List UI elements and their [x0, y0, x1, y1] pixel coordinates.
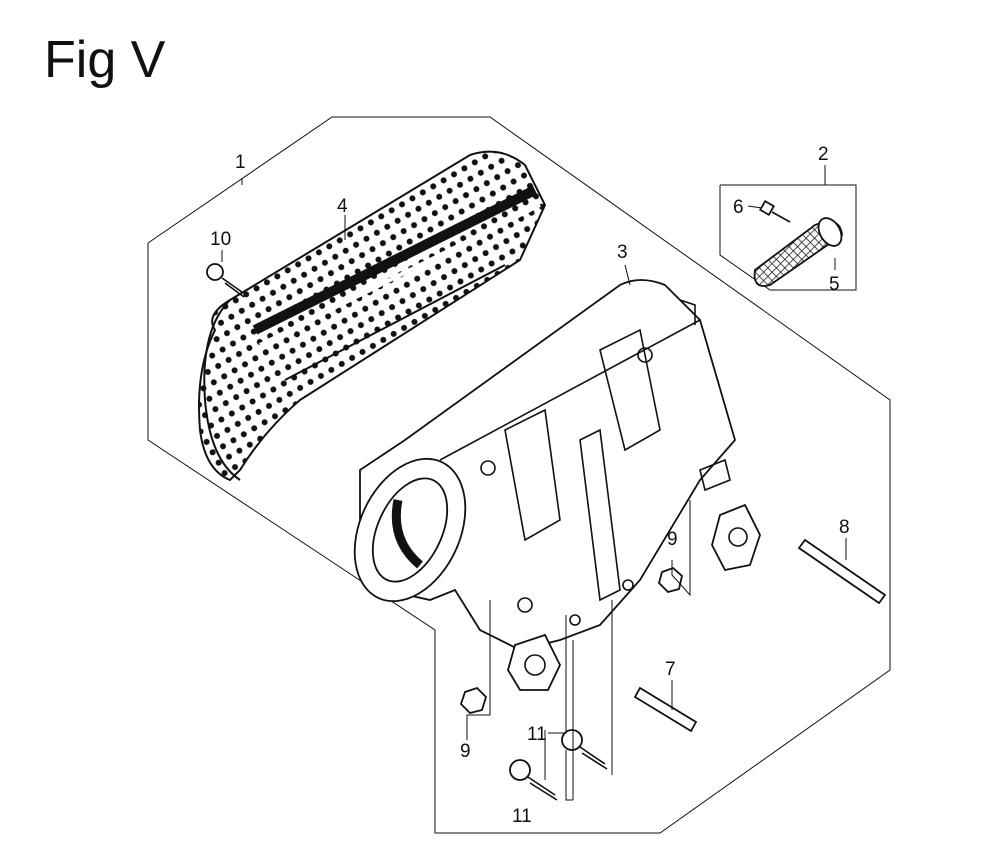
callout-labels: 1 2 3 4 5 6 7 8 9 9 10 11 11	[210, 144, 850, 827]
spark-arrester-box	[719, 184, 857, 291]
bolt-11-upper	[561, 729, 608, 770]
leader-lines	[221, 165, 847, 801]
bolt-10	[206, 263, 245, 298]
callout-6: 6	[733, 197, 744, 218]
callout-10: 10	[210, 229, 231, 250]
exhaust-flange-right	[699, 458, 761, 572]
callout-7: 7	[665, 659, 676, 680]
muffler-body	[353, 279, 737, 651]
bolt-11-lower	[509, 759, 558, 801]
nut-9-left	[459, 686, 488, 714]
callout-11-lower: 11	[512, 806, 532, 827]
callout-11-upper: 11	[527, 724, 547, 745]
nut-9-right	[657, 566, 683, 594]
callout-4: 4	[337, 196, 348, 217]
callout-2: 2	[818, 144, 829, 165]
assembly-outline	[147, 116, 891, 834]
callout-9-left: 9	[460, 741, 471, 762]
callout-8: 8	[839, 517, 850, 538]
callout-3: 3	[617, 242, 628, 263]
spark-arrester	[753, 217, 843, 287]
callout-9-right: 9	[667, 529, 678, 550]
screw-6	[758, 199, 791, 223]
stud-bolt-8	[797, 538, 887, 605]
callout-1: 1	[235, 152, 246, 173]
stud-bolt-7	[633, 686, 698, 733]
heat-shield	[198, 150, 547, 482]
callout-5: 5	[829, 274, 840, 295]
exhaust-flange-lower	[507, 633, 562, 691]
figure-title: Fig V	[44, 31, 166, 89]
